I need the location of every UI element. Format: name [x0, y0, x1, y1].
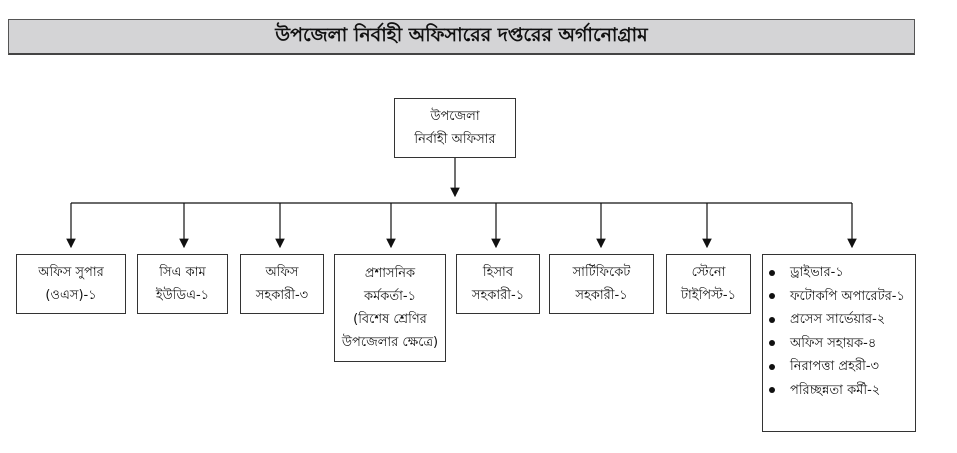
- list-item: প্রসেস সার্ভেয়ার-২: [769, 308, 915, 332]
- box-line: (বিশেষ শ্রেণির: [353, 312, 427, 327]
- box-office-super: অফিস সুপার (ওএস)-১: [16, 254, 126, 314]
- bullet-icon: [769, 363, 775, 370]
- list-item: ড্রাইভার-১: [769, 261, 915, 285]
- list-item-label: পরিচ্ছন্নতা কর্মী-২: [790, 382, 881, 398]
- box-accounts-assistant: হিসাব সহকারী-১: [456, 254, 540, 314]
- bullet-icon: [769, 269, 775, 276]
- box-support-staff: ড্রাইভার-১ ফটোকপি অপারেটর-১ প্রসেস সার্ভ…: [762, 254, 916, 432]
- bullet-icon: [769, 387, 775, 394]
- box-line: (ওএস)-১: [45, 288, 97, 303]
- root-line2: নির্বাহী অফিসার: [414, 132, 496, 147]
- box-line: অফিস: [265, 265, 299, 280]
- root-box-upazila-nirbahi-officer: উপজেলা নির্বাহী অফিসার: [394, 98, 516, 158]
- box-line: প্রশাসনিক: [364, 266, 416, 281]
- box-line: কর্মকর্তা-১: [363, 289, 417, 304]
- bullet-icon: [769, 293, 775, 300]
- list-item-label: প্রসেস সার্ভেয়ার-২: [790, 312, 886, 327]
- box-line: উপজেলার ক্ষেত্রে): [341, 335, 439, 350]
- box-administrative-officer: প্রশাসনিক কর্মকর্তা-১ (বিশেষ শ্রেণির উপজ…: [334, 254, 446, 362]
- organogram-title: উপজেলা নির্বাহী অফিসারের দপ্তরের অর্গানো…: [275, 23, 648, 46]
- list-item: অফিস সহায়ক-৪: [769, 332, 915, 356]
- list-item-label: নিরাপত্তা প্রহরী-৩: [790, 359, 879, 374]
- organogram-title-bar: উপজেলা নির্বাহী অফিসারের দপ্তরের অর্গানো…: [8, 19, 915, 55]
- list-item: ফটোকপি অপারেটর-১: [769, 285, 915, 309]
- box-line: সার্টিফিকেট: [572, 265, 631, 280]
- box-line: সহকারী-১: [575, 288, 628, 303]
- bullet-icon: [769, 316, 775, 323]
- box-line: সহকারী-১: [471, 288, 525, 303]
- root-line1: উপজেলা: [430, 109, 480, 124]
- box-line: স্টেনো: [691, 265, 726, 280]
- box-line: সিএ কাম: [159, 265, 206, 280]
- box-certificate-assistant: সার্টিফিকেট সহকারী-১: [549, 254, 654, 314]
- box-office-assistant: অফিস সহকারী-৩: [240, 254, 324, 314]
- list-item-label: অফিস সহায়ক-৪: [790, 335, 877, 351]
- box-steno-typist: স্টেনো টাইপিস্ট-১: [666, 254, 751, 314]
- list-item-label: ফটোকপি অপারেটর-১: [790, 288, 905, 304]
- support-staff-list: ড্রাইভার-১ ফটোকপি অপারেটর-১ প্রসেস সার্ভ…: [769, 261, 915, 402]
- list-item: পরিচ্ছন্নতা কর্মী-২: [769, 379, 915, 403]
- box-line: ইউডিএ-১: [155, 288, 210, 303]
- list-item-label: ড্রাইভার-১: [790, 265, 844, 280]
- list-item: নিরাপত্তা প্রহরী-৩: [769, 355, 915, 379]
- box-line: অফিস সুপার: [38, 265, 104, 280]
- box-line: সহকারী-৩: [255, 288, 309, 303]
- box-ca-cum-uda: সিএ কাম ইউডিএ-১: [137, 254, 228, 314]
- box-line: টাইপিস্ট-১: [680, 288, 737, 303]
- box-line: হিসাব: [482, 265, 514, 280]
- bullet-icon: [769, 340, 775, 347]
